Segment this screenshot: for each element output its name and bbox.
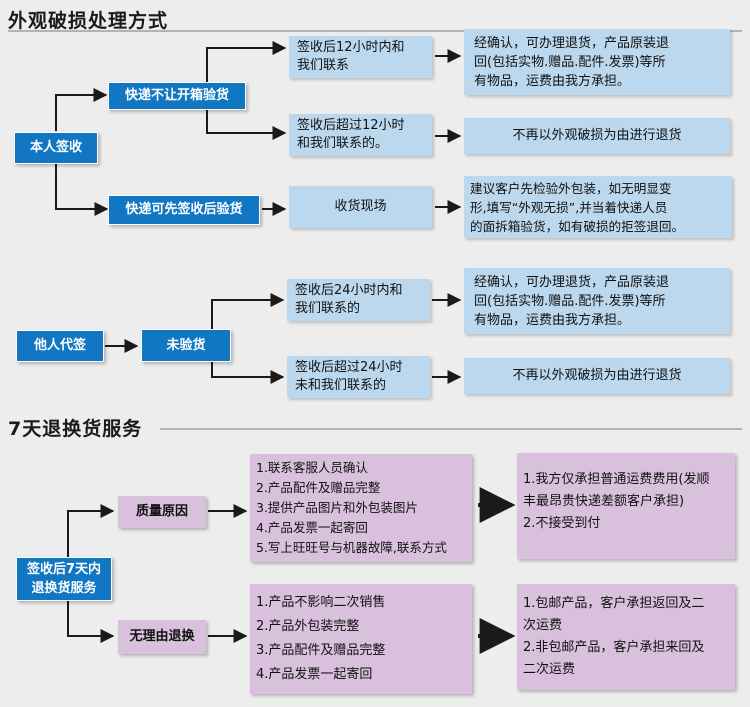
onsite-result-box: 建议客户先检验外包装，如无明显变 形,填写“外观无损”,并当着快递人员 的面拆箱… [464, 176, 732, 238]
reject-result-box: 不再以外观破损为由进行退货 [464, 118, 730, 154]
accept-result-box: 经确认，可办理退货，产品原装退 回(包括实物.赠品.配件.发票)等所 有物品，运… [464, 29, 730, 95]
no-reason-steps-box: 1.产品不影响二次销售 2.产品外包装完整 3.产品配件及赠品完整 4.产品发票… [250, 584, 472, 694]
no-reason-result-box: 1.包邮产品，客户承担返回及二 次运费 2.非包邮产品，客户承担来回及 二次运费 [517, 584, 735, 690]
title-divider [8, 30, 742, 32]
other-sign-box: 他人代签 [16, 330, 104, 362]
accept-result-box-2: 经确认，可办理退货，产品原装退 回(包括实物.赠品.配件.发票)等所 有物品，运… [464, 268, 730, 334]
within12-box: 签收后12小时内和 我们联系 [289, 36, 432, 78]
section-title-return: 7天退换货服务 [8, 418, 143, 440]
not-checked-box: 未验货 [141, 329, 231, 362]
seven-day-root-box: 签收后7天内 退换货服务 [16, 557, 112, 601]
reject-result-box-2: 不再以外观破损为由进行退货 [464, 358, 730, 394]
quality-result-box: 1.我方仅承担普通运费费用(发顺 丰最昂贵快递差额客户承担) 2.不接受到付 [517, 453, 735, 559]
can-open-box: 快递可先签收后验货 [108, 195, 260, 225]
self-sign-box: 本人签收 [14, 132, 98, 164]
quality-reason-box: 质量原因 [118, 496, 206, 528]
section2-divider [160, 428, 742, 430]
within24-box: 签收后24小时内和 我们联系的 [287, 279, 430, 321]
section-title-damage: 外观破损处理方式 [8, 10, 169, 32]
no-reason-box: 无理由退换 [118, 620, 206, 654]
over12-box: 签收后超过12小时 和我们联系的。 [289, 114, 432, 156]
no-open-box: 快递不让开箱验货 [108, 82, 246, 110]
on-site-box: 收货现场 [289, 186, 432, 228]
over24-box: 签收后超过24小时 未和我们联系的 [287, 356, 430, 398]
quality-steps-box: 1.联系客服人员确认 2.产品配件及赠品完整 3.提供产品图片和外包装图片 4.… [250, 454, 472, 562]
